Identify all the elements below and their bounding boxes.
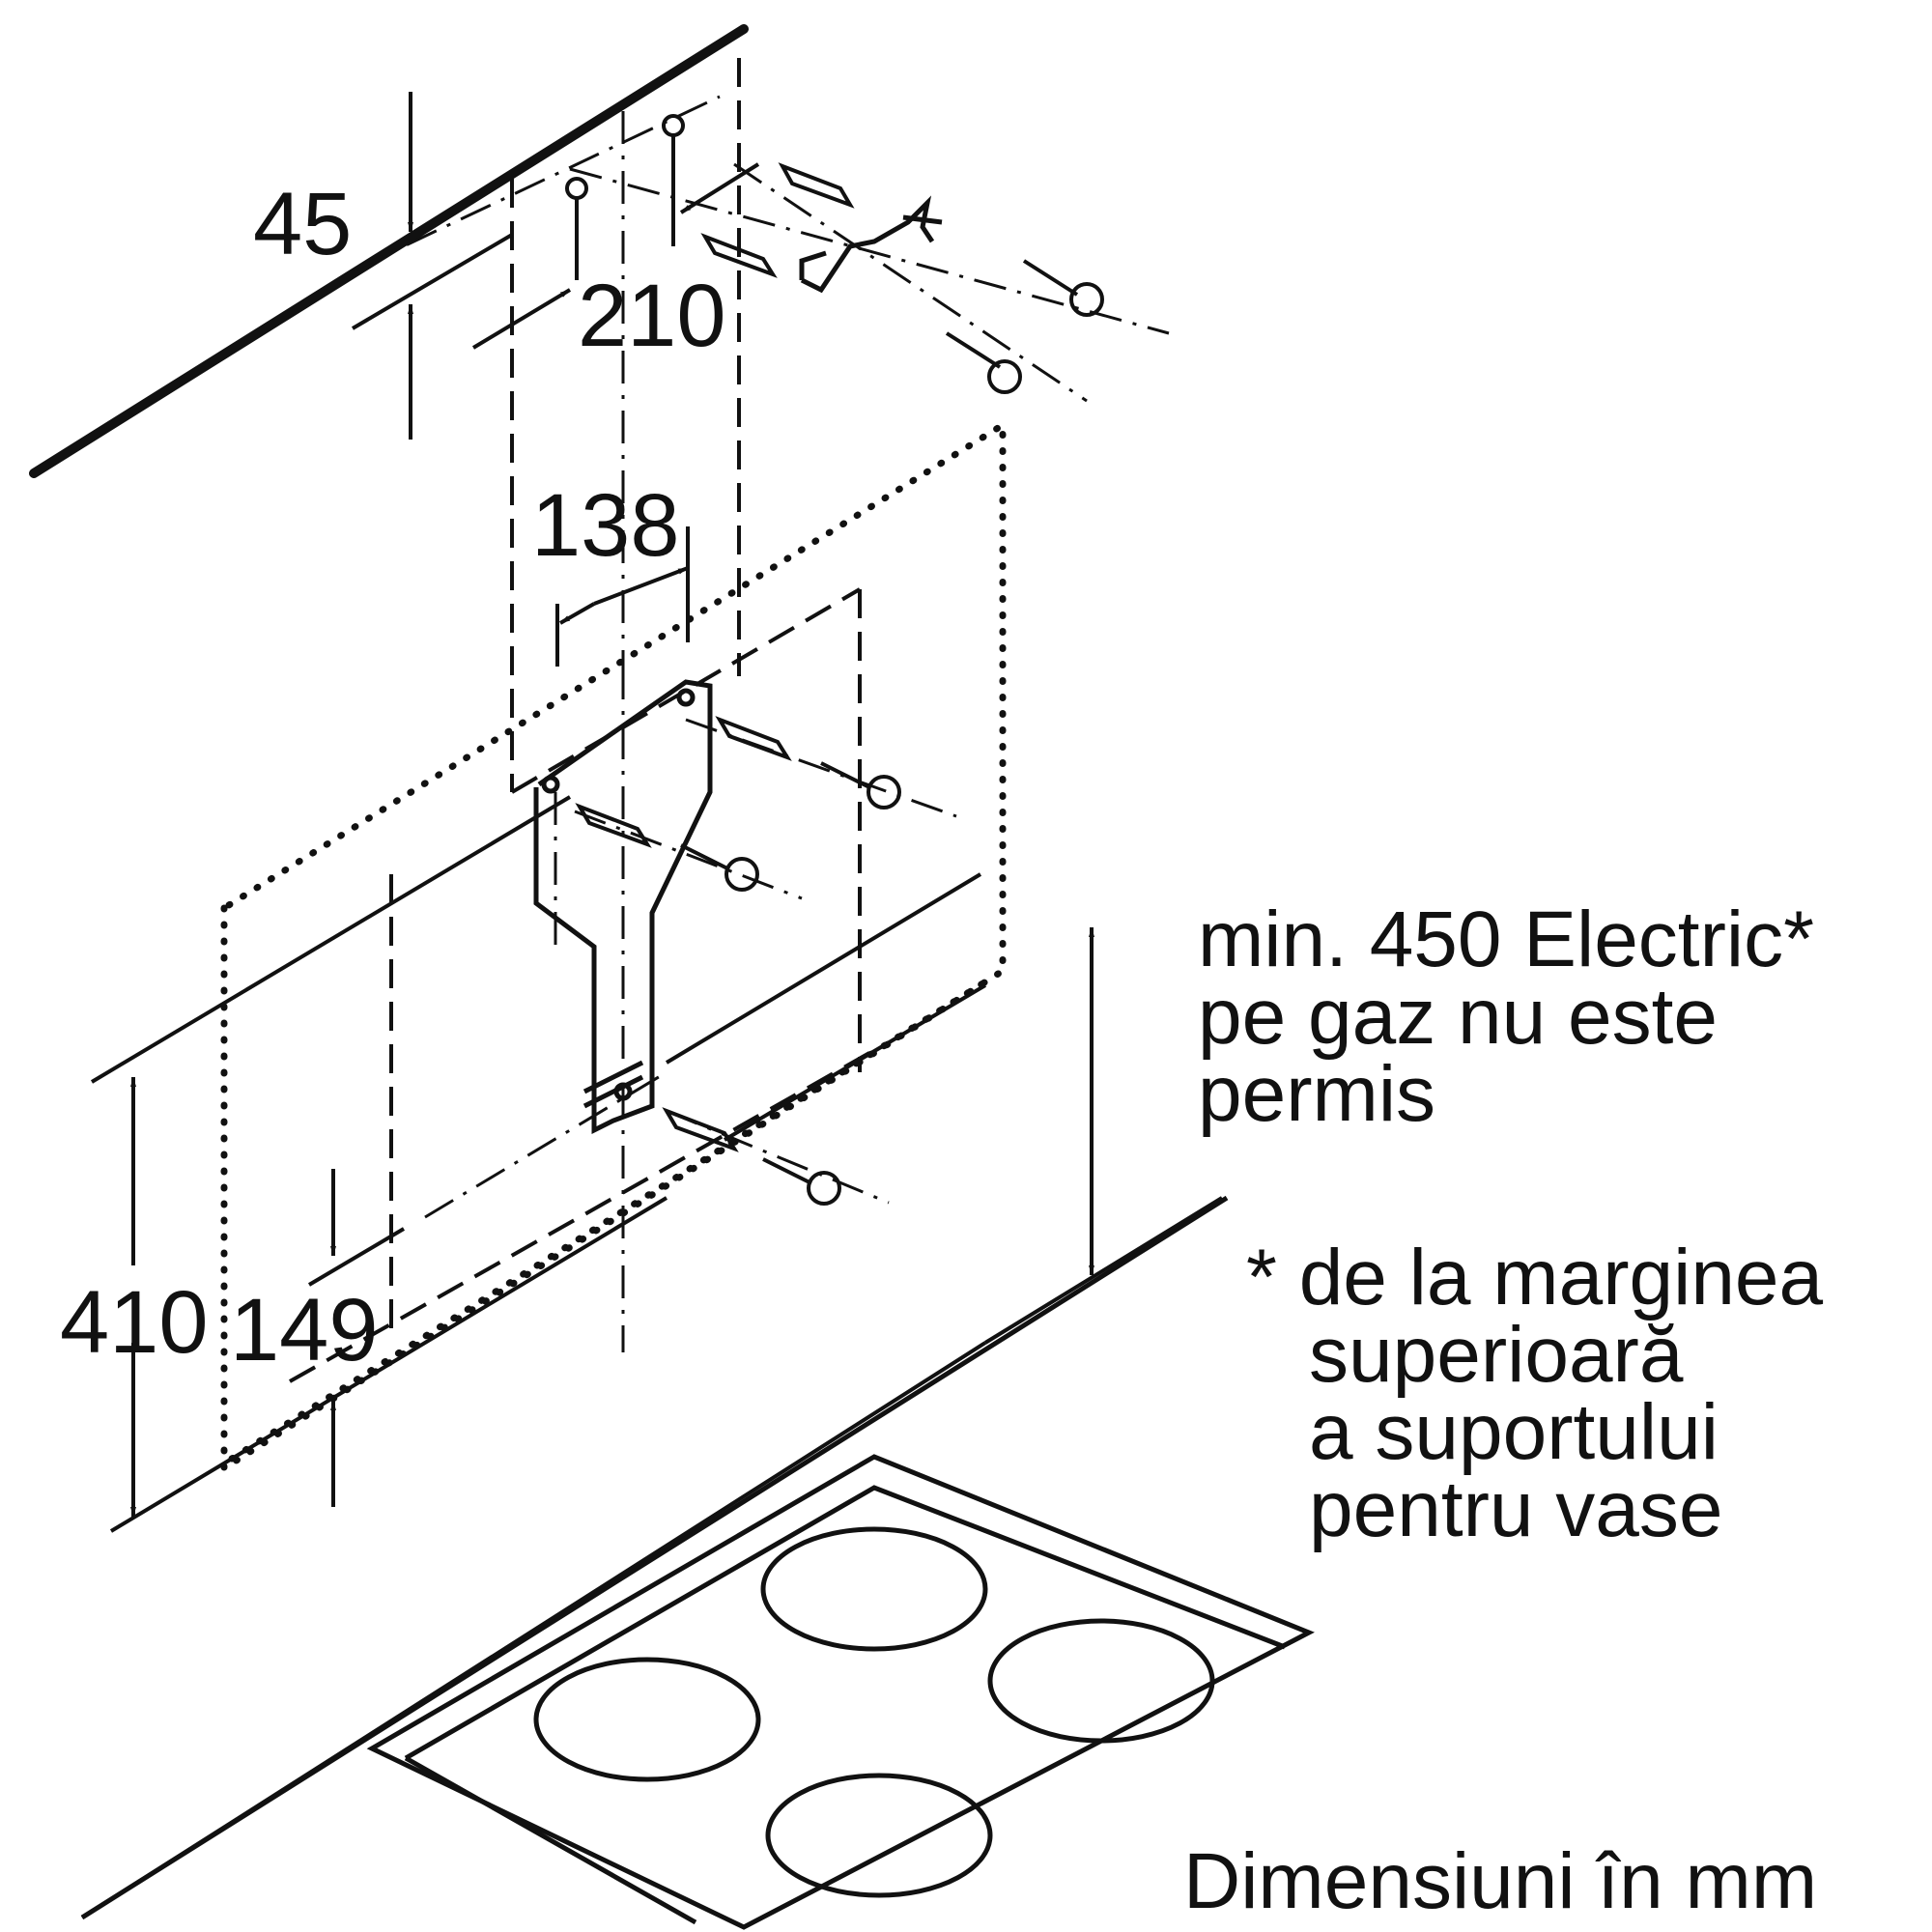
dim-149-label: 149 — [230, 1281, 379, 1379]
units-caption: Dimensiuni în mm — [1183, 1837, 1817, 1925]
burner — [765, 1773, 993, 1898]
ceiling-line — [29, 24, 749, 478]
dim-149-arrows — [307, 1169, 406, 1507]
burner — [987, 1618, 1215, 1744]
dim-210-label: 210 — [578, 267, 726, 365]
chimney-outline — [389, 58, 862, 1333]
wall-plugs — [575, 162, 855, 1152]
burner — [533, 1657, 761, 1782]
worktop-edge — [983, 1196, 1224, 1345]
wall-bracket — [533, 679, 713, 1135]
hood-outline — [220, 418, 1007, 1475]
dim-210-arrows — [471, 135, 760, 350]
footnote-line3: a suportului — [1309, 1388, 1719, 1476]
dim-45-label: 45 — [253, 175, 352, 273]
footnote-line1: * de la marginea — [1246, 1234, 1824, 1321]
dim-138-label: 138 — [531, 476, 680, 575]
wall-screws — [680, 259, 1104, 1206]
hood-top-edge — [90, 795, 572, 1084]
dim-410-label: 410 — [60, 1273, 209, 1372]
drill-hole — [565, 177, 588, 200]
hood-bottom-edge — [109, 1196, 668, 1533]
note-min-450-line2: pe gaz nu este — [1198, 973, 1718, 1061]
note-min-450-line1: min. 450 Electric* — [1198, 895, 1814, 983]
note-min-450-line3: permis — [1198, 1050, 1435, 1138]
footnote-line2: superioară — [1309, 1311, 1684, 1399]
drill-hole — [662, 114, 685, 137]
top-bracket — [799, 195, 943, 294]
center-lines — [352, 95, 1170, 1352]
dim-138-arrows — [555, 526, 690, 667]
footnote-line4: pentru vase — [1309, 1465, 1723, 1553]
burner — [760, 1526, 988, 1652]
dim-45-arrows — [351, 92, 514, 440]
